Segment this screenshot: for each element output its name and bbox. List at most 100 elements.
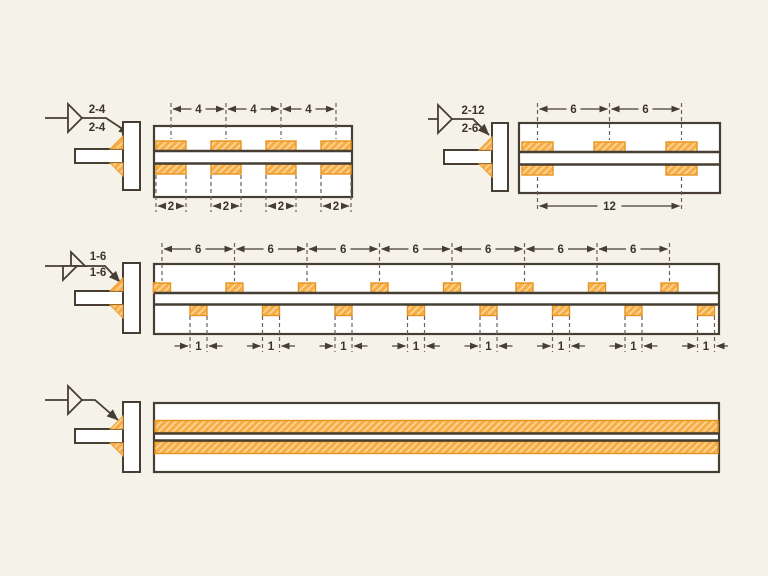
weld-segment — [696, 304, 716, 317]
fillet-weld-upper — [108, 276, 124, 292]
weld-segment — [155, 140, 187, 152]
continuous-weld-strip — [154, 419, 719, 434]
fillet-both-sides-symbol-icon — [437, 102, 454, 136]
vertical-plate — [122, 262, 141, 334]
plan-view — [517, 121, 722, 195]
dimension-label: 1 — [340, 341, 347, 353]
pitch-dimensions: 6 6 6 6 6 6 6 — [161, 243, 671, 281]
weld-symbol-leader-arrow — [45, 399, 119, 421]
plan-plate — [517, 121, 722, 195]
plan-plate — [152, 401, 721, 474]
weld-symbol-bottom-label: 2-4 — [89, 122, 106, 134]
dimension-label: 1 — [485, 341, 492, 353]
cross-section-t-joint — [74, 121, 141, 191]
pitch-dimensions: 6 6 — [536, 103, 683, 140]
weld-segment — [334, 304, 353, 317]
weld-segment — [155, 163, 187, 175]
continuous-weld-strip — [154, 440, 719, 455]
pitch-dimension-bottom: 12 — [536, 177, 683, 213]
cross-section-t-joint — [74, 401, 141, 473]
fillet-weld-lower — [477, 163, 493, 179]
length-dimensions: 2 2 2 2 — [155, 175, 352, 213]
weld-segment — [521, 141, 554, 153]
diagram-continuous — [45, 383, 721, 474]
fillet-both-sides-symbol-icon — [67, 383, 84, 417]
plan-view — [152, 124, 354, 199]
diagram-chain-2-12-2-6: 2-12 2-6 6 6 — [428, 102, 722, 213]
weld-segment — [406, 304, 426, 317]
fillet-weld-lower — [108, 442, 124, 458]
fillet-weld-lower — [108, 304, 124, 320]
vertical-plate — [122, 121, 141, 191]
weld-segment — [320, 140, 352, 152]
weld-symbol-top-label: 2-4 — [89, 104, 106, 116]
dimension-label: 1 — [195, 341, 202, 353]
weld-symbol-bottom-label: 1-6 — [90, 267, 107, 279]
weld-segment — [261, 304, 281, 317]
fillet-weld-lower — [108, 162, 124, 178]
weld-segment — [665, 164, 698, 176]
weld-symbol-top-label: 1-6 — [90, 251, 107, 263]
weld-segment — [225, 282, 244, 294]
dimension-label: 2 — [278, 201, 284, 213]
weld-segment — [370, 282, 389, 294]
weld-symbol-leader-arrow — [45, 117, 131, 135]
weld-segment — [210, 140, 242, 152]
weld-segment — [189, 304, 208, 317]
dimension-label: 4 — [195, 104, 202, 116]
dimension-label: 4 — [305, 104, 312, 116]
dimension-label: 6 — [558, 244, 564, 256]
dimension-label: 6 — [630, 244, 636, 256]
staggered-fillet-symbol-top-icon — [70, 249, 88, 267]
vertical-plate — [122, 401, 141, 473]
dimension-label: 2 — [223, 201, 229, 213]
fillet-weld-upper — [477, 135, 493, 151]
weld-symbol-bottom-label: 2-6 — [462, 123, 479, 135]
dimension-label: 6 — [340, 244, 346, 256]
weld-segment — [297, 282, 317, 294]
dimension-label: 4 — [250, 104, 257, 116]
weld-segment — [152, 282, 172, 294]
dimension-label: 1 — [268, 341, 275, 353]
diagram-staggered-1-6: 1-6 1-6 — [45, 243, 728, 353]
weld-segment — [660, 282, 679, 294]
horizontal-plate — [74, 428, 124, 444]
weld-segment — [624, 304, 643, 317]
horizontal-plate — [74, 290, 124, 306]
weld-symbol-leader-arrow — [45, 265, 121, 283]
cross-section-t-joint — [443, 122, 509, 192]
dimension-label: 1 — [558, 341, 565, 353]
weld-symbol-top-label: 2-12 — [461, 105, 484, 117]
weld-segment — [551, 304, 571, 317]
horizontal-plate — [443, 149, 493, 165]
dimension-label: 6 — [195, 244, 201, 256]
weld-segment — [442, 282, 462, 294]
staggered-fillet-symbol-bottom-icon — [62, 265, 80, 283]
dimension-label: 1 — [630, 341, 637, 353]
weld-segment — [587, 282, 607, 294]
horizontal-plate — [74, 148, 124, 164]
weld-segment — [265, 140, 297, 152]
dimension-label: 6 — [413, 244, 419, 256]
weld-segment — [320, 163, 352, 175]
dimension-label: 6 — [570, 104, 576, 116]
weld-segment — [665, 141, 698, 153]
plan-view — [152, 262, 721, 336]
diagram-chain-2-4: 2-4 2-4 4 — [45, 101, 354, 213]
pitch-dimensions: 4 4 4 — [170, 103, 337, 139]
dimension-label: 2 — [168, 201, 174, 213]
dimension-label: 12 — [603, 201, 616, 213]
cross-section-t-joint — [74, 262, 141, 334]
dimension-label: 1 — [413, 341, 420, 353]
plan-view — [152, 401, 721, 474]
dimension-label: 2 — [333, 201, 339, 213]
dimension-label: 6 — [268, 244, 274, 256]
weld-segment — [479, 304, 498, 317]
weld-segment — [265, 163, 297, 175]
dimension-label: 6 — [485, 244, 491, 256]
fillet-both-sides-symbol-icon — [67, 101, 84, 135]
vertical-plate — [491, 122, 509, 192]
dimension-label: 6 — [642, 104, 648, 116]
